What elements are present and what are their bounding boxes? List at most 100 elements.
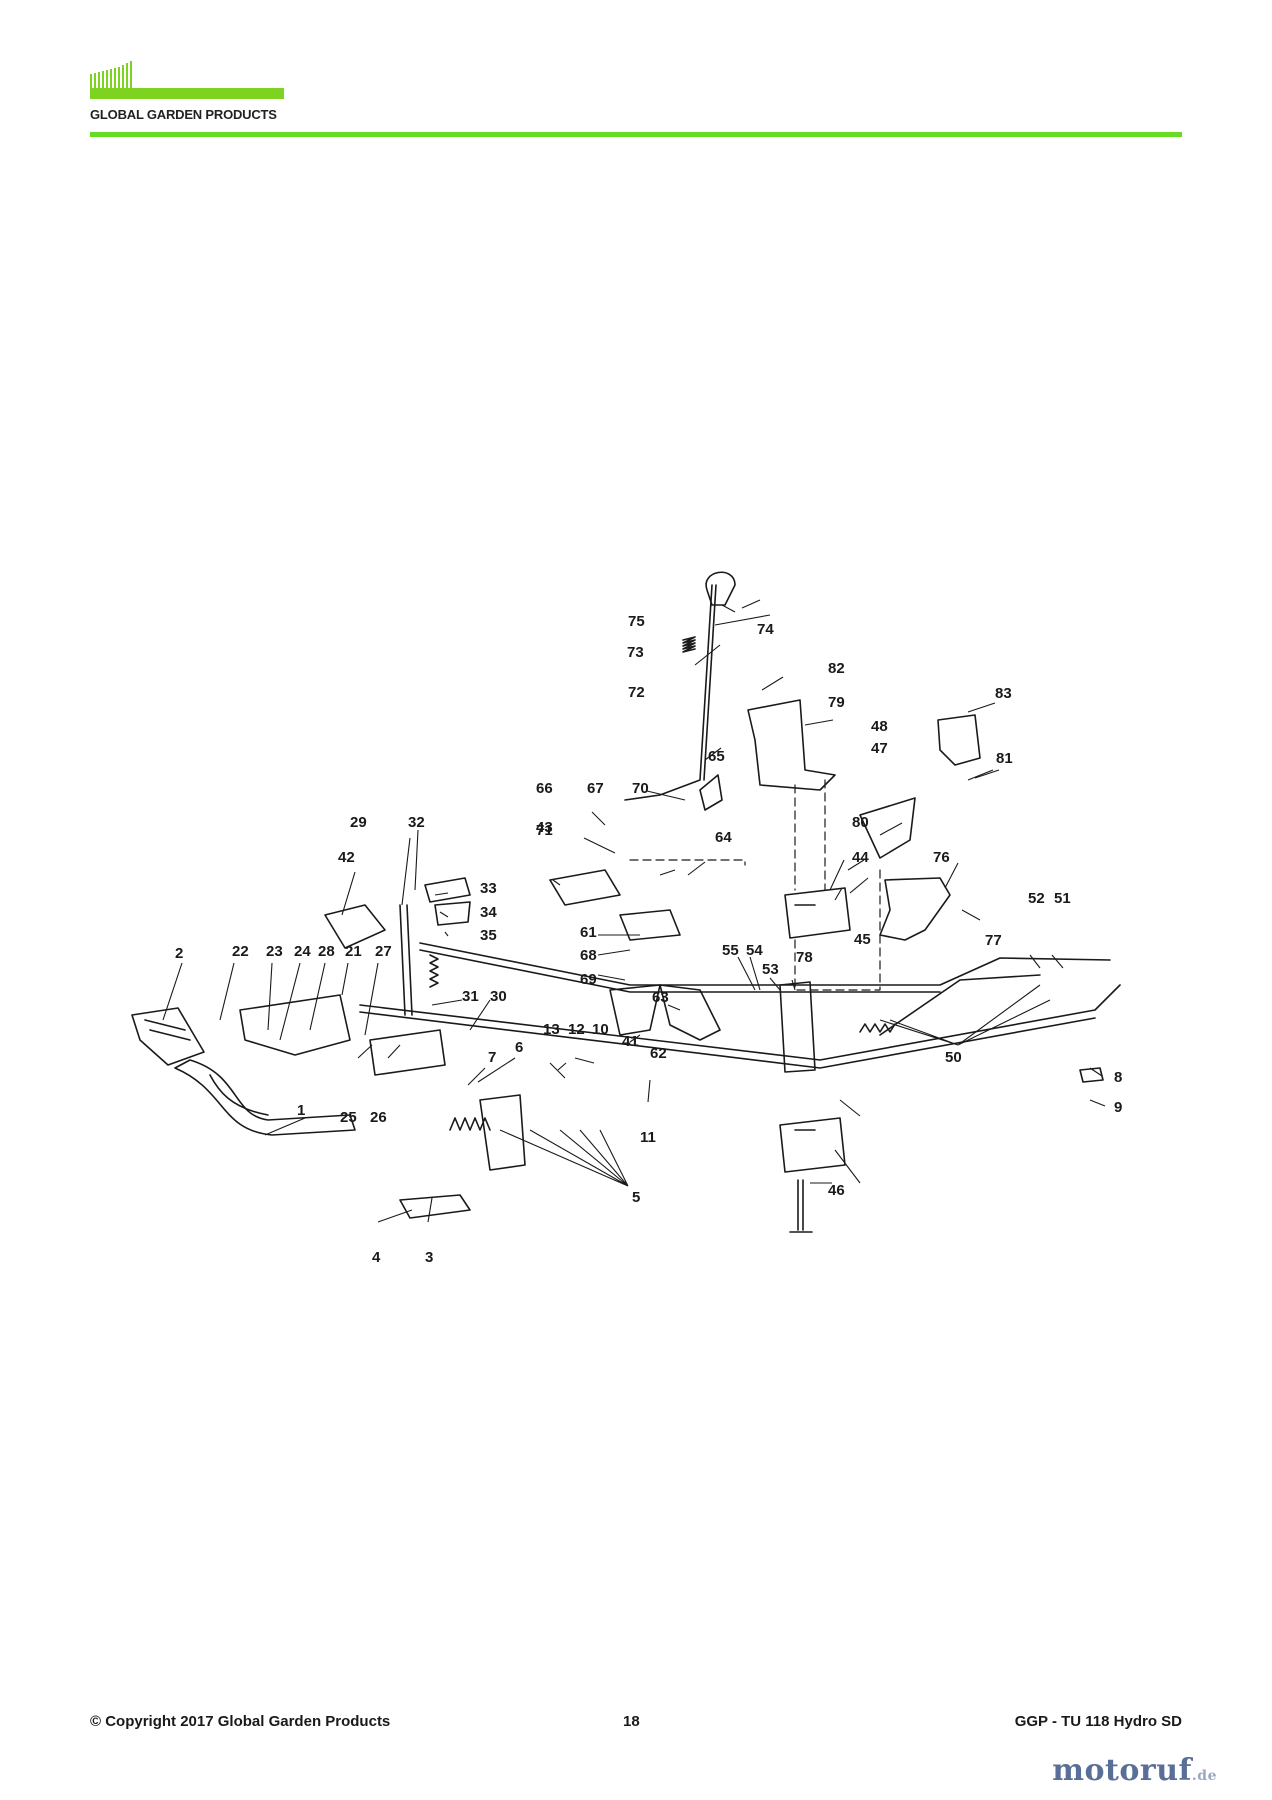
part-callout-28: 28	[318, 943, 335, 960]
part-callout-50: 50	[945, 1049, 962, 1066]
spring-50	[859, 1023, 896, 1033]
block-44-bottom	[779, 1117, 846, 1173]
part-callout-51: 51	[1054, 890, 1071, 907]
part-callout-13: 13	[543, 1021, 560, 1038]
part-callout-34: 34	[480, 904, 497, 921]
part-callout-53: 53	[762, 961, 779, 978]
spring-31	[429, 954, 439, 988]
bracket-42	[324, 904, 386, 949]
part-callout-61: 61	[580, 924, 597, 941]
brand-name: GLOBAL GARDEN PRODUCTS	[90, 107, 277, 122]
part-callout-35: 35	[480, 927, 497, 944]
part-callout-3: 3	[425, 1249, 433, 1266]
header-rule	[90, 132, 1182, 137]
part-callout-9: 9	[1114, 1099, 1122, 1116]
part-callout-23: 23	[266, 943, 283, 960]
part-callout-11: 11	[640, 1129, 656, 1146]
pedal-rod	[174, 1059, 356, 1136]
part-callout-46: 46	[828, 1182, 845, 1199]
part-callout-81: 81	[996, 750, 1013, 767]
part-callout-75: 75	[628, 613, 645, 630]
part-callout-1: 1	[297, 1102, 305, 1119]
part-callout-2: 2	[175, 945, 183, 962]
part-callout-67: 67	[587, 780, 604, 797]
logo-bar	[90, 88, 284, 99]
plate-69	[609, 984, 661, 1036]
part-callout-69: 69	[580, 971, 597, 988]
guide-lines	[629, 779, 881, 991]
part-callout-21: 21	[345, 943, 362, 960]
part-callout-30: 30	[490, 988, 507, 1005]
part-callout-32: 32	[408, 814, 425, 831]
watermark-tld: .de	[1191, 1768, 1217, 1784]
part-callout-43: 43	[536, 819, 553, 836]
cover-43	[549, 869, 621, 906]
part-callout-10: 10	[592, 1021, 609, 1038]
bracket-65	[699, 774, 723, 811]
pedal-pad	[131, 1007, 205, 1066]
plate-5	[479, 1094, 526, 1171]
part-callout-8: 8	[1114, 1069, 1122, 1086]
part-callout-71: 71	[536, 822, 553, 839]
bracket-63	[659, 984, 721, 1041]
pedal-33	[424, 877, 471, 903]
part-callout-44: 44	[852, 849, 869, 866]
part-callout-29: 29	[350, 814, 367, 831]
part-callout-76: 76	[933, 849, 950, 866]
part-callout-48: 48	[871, 718, 888, 735]
bracket-21	[239, 994, 351, 1056]
part-callout-22: 22	[232, 943, 249, 960]
part-callout-62: 62	[650, 1045, 667, 1062]
bracket-25	[369, 1029, 446, 1076]
part-callout-24: 24	[294, 943, 311, 960]
part-callout-68: 68	[580, 947, 597, 964]
plate-80	[859, 797, 916, 859]
upper-rod-2	[879, 974, 1041, 1036]
block-44-top	[784, 887, 851, 939]
shift-lever	[624, 584, 713, 801]
part-callout-27: 27	[375, 943, 392, 960]
part-callout-79: 79	[828, 694, 845, 711]
bracket-76	[879, 877, 951, 941]
sensor-83	[937, 714, 981, 766]
part-callout-25: 25	[340, 1109, 357, 1126]
part-callout-64: 64	[715, 829, 732, 846]
part-callout-82: 82	[828, 660, 845, 677]
part-callout-55: 55	[722, 942, 739, 959]
part-callout-31: 31	[462, 988, 479, 1005]
spring-72	[682, 636, 696, 653]
part-callout-54: 54	[746, 942, 763, 959]
part-callout-42: 42	[338, 849, 355, 866]
part-callout-83: 83	[995, 685, 1012, 702]
lever-knob	[705, 571, 736, 606]
upper-rod	[419, 942, 1111, 986]
bracket-3	[399, 1194, 471, 1219]
part-callout-12: 12	[568, 1021, 585, 1038]
part-callout-72: 72	[628, 684, 645, 701]
part-callout-45: 45	[854, 931, 871, 948]
part-callout-26: 26	[370, 1109, 387, 1126]
part-callout-6: 6	[515, 1039, 523, 1056]
rod-29	[399, 904, 413, 1016]
support-53	[779, 981, 816, 1073]
watermark-name: motoruf	[1052, 1753, 1192, 1788]
copyright-text: © Copyright 2017 Global Garden Products	[90, 1713, 391, 1730]
part-callout-52: 52	[1028, 890, 1045, 907]
part-callout-4: 4	[372, 1249, 381, 1266]
part-callout-77: 77	[985, 932, 1002, 949]
part-callout-70: 70	[632, 780, 649, 797]
part-callout-5: 5	[632, 1189, 640, 1206]
plate-61	[619, 909, 681, 941]
part-callout-33: 33	[480, 880, 497, 897]
part-callout-66: 66	[536, 780, 553, 797]
part-callout-78: 78	[796, 949, 813, 966]
bracket-79	[747, 699, 836, 791]
part-callout-41: 41	[622, 1033, 639, 1050]
part-callout-7: 7	[488, 1049, 496, 1066]
part-callout-74: 74	[757, 621, 774, 638]
part-callout-80: 80	[852, 814, 869, 831]
part-callout-73: 73	[627, 644, 644, 661]
ggp-logo-icon	[90, 61, 132, 90]
